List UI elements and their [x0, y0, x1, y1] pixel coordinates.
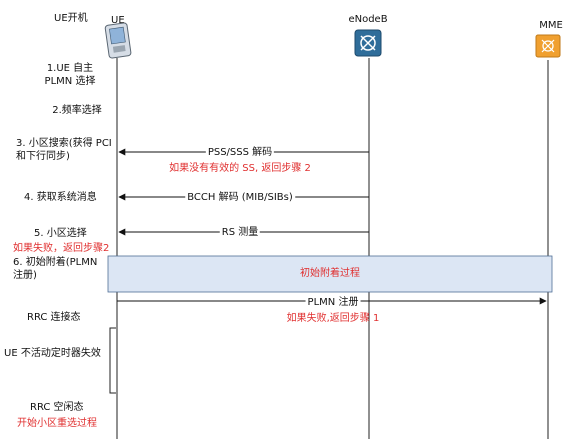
step-3-label: 3. 小区搜索(获得 PCI 和下行同步) — [16, 138, 112, 162]
inactivity-timer-label: UE 不活动定时器失效 — [4, 348, 101, 359]
mme-server-icon — [535, 34, 561, 58]
mme-actor-label: MME — [539, 20, 563, 31]
step-2-label: 2.频率选择 — [52, 105, 102, 116]
step-6-label: 6. 初始附着(PLMN 注册) — [13, 257, 98, 281]
rrc-connected-bracket — [109, 327, 116, 394]
attach-procedure-label: 初始附着过程 — [300, 268, 360, 279]
base-station-icon — [354, 29, 382, 57]
ue-boot-label: UE开机 — [54, 13, 88, 24]
mobile-phone-icon — [104, 22, 132, 59]
cell-reselection-label: 开始小区重选过程 — [17, 418, 97, 429]
enodeb-actor-label: eNodeB — [348, 14, 388, 25]
pss-sss-note: 如果没有有效的 SS, 返回步骤 2 — [169, 163, 311, 174]
ue-actor-label: UE — [111, 15, 125, 26]
pss-sss-label: PSS/SSS 解码 — [205, 146, 275, 159]
step-1-label: 1.UE 自主 PLMN 选择 — [44, 63, 96, 87]
rrc-idle-label: RRC 空闲态 — [30, 402, 84, 413]
plmn-register-note: 如果失败,返回步骤 1 — [286, 313, 380, 324]
rs-label: RS 测量 — [219, 226, 261, 239]
step-4-label: 4. 获取系统消息 — [24, 192, 97, 203]
rrc-connected-label: RRC 连接态 — [27, 312, 81, 323]
attach-procedure-box — [107, 255, 553, 293]
bcch-label: BCCH 解码 (MIB/SIBs) — [185, 191, 295, 204]
step-5-fail-note: 如果失败，返回步骤2 — [13, 243, 110, 254]
plmn-register-label: PLMN 注册 — [305, 296, 361, 309]
step-5-label: 5. 小区选择 — [34, 228, 87, 239]
